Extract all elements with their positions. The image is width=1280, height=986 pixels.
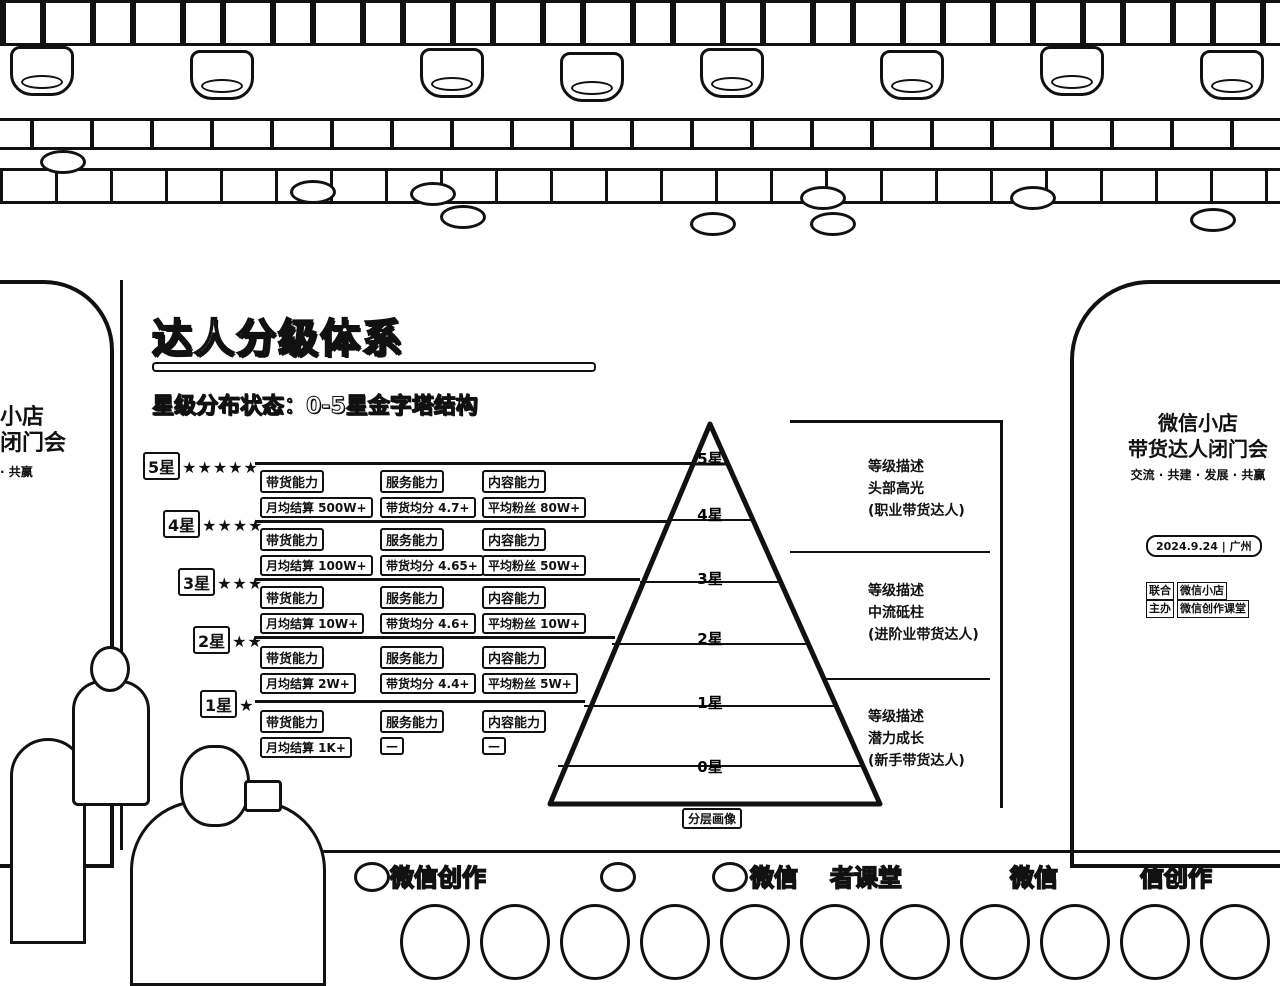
level-2-service: 服务能力带货均分 4.4+ [380,646,476,694]
spot-lamp-icon [1010,186,1056,210]
level-divider [255,700,585,703]
spot-lamp-icon [810,212,856,236]
pyramid-tier-1: 1星 [697,694,722,712]
stage-light-icon [1040,46,1104,96]
spot-lamp-icon [1190,208,1236,232]
spot-lamp-icon [410,182,456,206]
level-4-service: 服务能力带货均分 4.65+ [380,528,484,576]
spot-lamp-icon [690,212,736,236]
level-tag-1: 1星★ [200,690,254,718]
level-2-sales: 带货能力月均结算 2W+ [260,646,356,694]
stage-light-icon [880,50,944,100]
level-tag-2: 2星★★ [193,626,263,654]
slide-title: 达人分级体系 [152,306,404,364]
camera-icon [244,780,282,812]
description-middle: 等级描述 中流砥柱 (进阶业带货达人) [868,580,979,646]
level-pyramid: 5星 4星 3星 2星 1星 0星 [540,420,890,820]
pyramid-tier-3: 3星 [697,570,722,588]
stage-light-icon [10,46,74,96]
stage-light-icon [700,48,764,98]
stage-light-icon [1200,50,1264,100]
spot-lamp-icon [440,205,486,229]
level-label: 1星 [200,690,237,718]
spot-lamp-icon [800,186,846,210]
level-tag-5: 5星★★★★★ [143,452,259,480]
level-4-sales: 带货能力月均结算 100W+ [260,528,373,576]
side-screen-organizers: 联合微信小店 主办微信创作课堂 [1146,582,1252,618]
spot-lamp-icon [290,180,336,204]
description-bottom: 等级描述 潜力成长 (新手带货达人) [868,706,965,772]
level-3-sales: 带货能力月均结算 10W+ [260,586,364,634]
pyramid-tier-0: 0星 [697,758,722,776]
description-top: 等级描述 头部高光 (职业带货达人) [868,456,965,522]
star-rating-icon: ★★ [232,632,263,651]
level-label: 3星 [178,568,215,596]
ceiling-truss [0,0,1280,46]
left-screen-tagline: · 共赢 [0,463,66,480]
pyramid-caption: 分层画像 [682,808,742,829]
side-screen-date: 2024.9.24 | 广州 [1146,535,1262,557]
level-tag-4: 4星★★★★ [163,510,264,538]
star-rating-icon: ★ [239,696,254,715]
right-arch [1070,280,1280,868]
star-rating-icon: ★★★★★ [182,458,259,477]
stage-ceiling [0,0,1280,270]
left-screen-text: 小店 闭门会 · 共赢 [0,405,66,480]
level-3-service: 服务能力带货均分 4.6+ [380,586,476,634]
side-screen-title: 微信小店 带货达人闭门会 交流 · 共建 · 发展 · 共赢 [1118,410,1278,483]
star-rating-icon: ★★★★ [202,516,263,535]
stage-light-icon [560,52,624,102]
level-1-content: 内容能力— [482,710,546,755]
level-label: 2星 [193,626,230,654]
pyramid-tier-2: 2星 [697,630,722,648]
slide-subtitle: 星级分布状态：0-5星金字塔结构 [152,388,478,420]
spot-lamp-icon [40,150,86,174]
level-label: 5星 [143,452,180,480]
level-label: 4星 [163,510,200,538]
stage-light-icon [420,48,484,98]
level-1-sales: 带货能力月均结算 1K+ [260,710,352,758]
title-underline [152,362,596,372]
level-5-sales: 带货能力月均结算 500W+ [260,470,373,518]
audience-crowd [300,880,1280,960]
pyramid-tier-5: 5星 [697,450,722,468]
left-screen-line1: 小店 [0,405,66,431]
stage-light-icon [190,50,254,100]
photographer-head [180,745,250,827]
star-rating-icon: ★★★ [217,574,263,593]
ceiling-truss [0,118,1280,150]
speaker [72,680,150,806]
left-screen-line2: 闭门会 [0,431,66,457]
photographer [130,800,326,986]
pyramid-tier-4: 4星 [697,506,722,524]
level-1-service: 服务能力— [380,710,444,755]
level-tag-3: 3星★★★ [178,568,263,596]
speaker-head [90,646,130,692]
level-5-service: 服务能力带货均分 4.7+ [380,470,476,518]
ceiling-truss [0,168,1280,204]
